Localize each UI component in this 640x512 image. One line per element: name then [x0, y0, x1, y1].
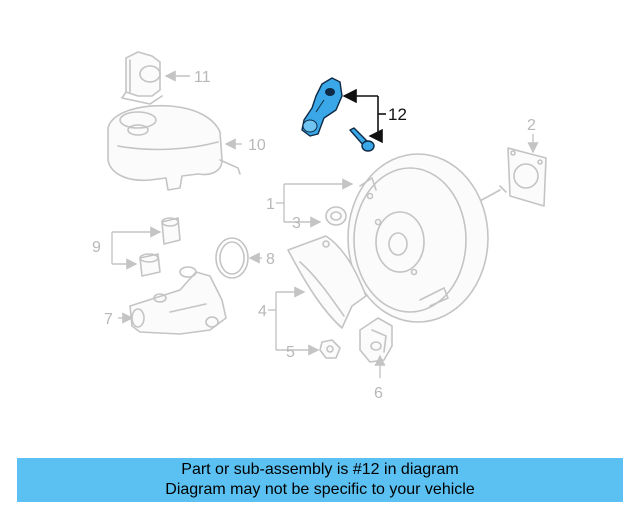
callout-11: 11 [194, 69, 211, 86]
bolt-part-12 [349, 127, 375, 152]
callout-4: 4 [258, 303, 267, 320]
info-banner: Part or sub-assembly is #12 in diagram D… [17, 458, 623, 502]
seal-part-upper [161, 217, 181, 245]
brake-booster-part [347, 153, 489, 323]
callout-10: 10 [248, 137, 266, 154]
callout-3: 3 [292, 215, 301, 232]
heat-shield-part [287, 235, 367, 329]
banner-line-1: Part or sub-assembly is #12 in diagram [181, 461, 459, 478]
callout-7: 7 [104, 311, 113, 328]
grommet-part [325, 206, 347, 226]
callout-12: 12 [388, 105, 407, 124]
nut-part [319, 339, 341, 359]
callout-2: 2 [527, 117, 536, 134]
callout-5: 5 [286, 344, 295, 361]
banner-line-2: Diagram may not be specific to your vehi… [165, 481, 475, 498]
seal-part-lower [139, 253, 161, 277]
callout-6: 6 [374, 385, 383, 402]
callout-9: 9 [92, 239, 101, 256]
mount-bracket-part [359, 317, 393, 363]
gasket-part [507, 147, 547, 207]
callout-8: 8 [266, 251, 275, 268]
parts-diagram: 11 10 12 2 [92, 51, 547, 402]
fluid-reservoir-part [107, 104, 241, 191]
master-cylinder-part [129, 266, 227, 335]
reservoir-cap-part [121, 51, 163, 105]
callout-1: 1 [266, 196, 275, 213]
o-ring-part [215, 237, 249, 279]
bracket-part-12 [301, 77, 343, 137]
